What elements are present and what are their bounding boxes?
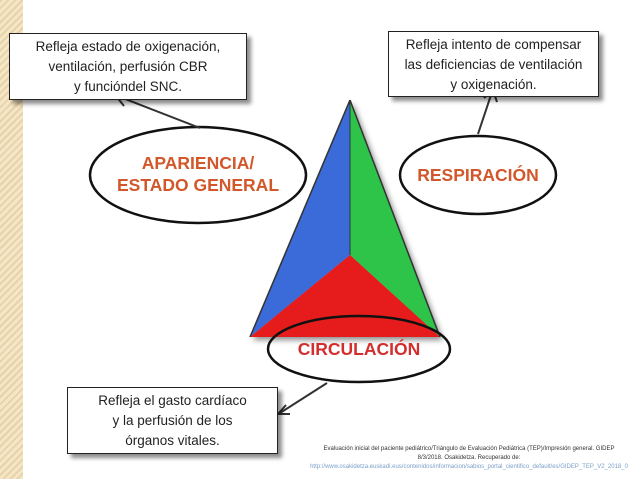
note-appearance-line-3: y funcióndel SNC. bbox=[73, 79, 183, 94]
arrow-circulation-line bbox=[279, 382, 328, 414]
note-appearance-line-1: Refleja estado de oxigenación, bbox=[35, 39, 221, 54]
note-breathing-line-3: y oxigenación. bbox=[450, 77, 537, 92]
arrow-circulation-head bbox=[275, 404, 290, 415]
label-appearance-line-1: APARIENCIA/ bbox=[141, 153, 255, 173]
note-appearance-box: Refleja estado de oxigenación, ventilaci… bbox=[9, 33, 247, 100]
note-breathing-box: Refleja intento de compensar las deficie… bbox=[388, 31, 599, 97]
note-circulation-line-2: y la perfusión de los bbox=[112, 413, 233, 428]
triangle-edge-right bbox=[349, 99, 441, 338]
label-breathing: RESPIRACIÓN bbox=[417, 165, 539, 185]
ellipse-breathing bbox=[398, 134, 558, 216]
triangle-face-circulation bbox=[250, 255, 440, 337]
arrow-breathing-line bbox=[477, 91, 493, 135]
source-line-2: 8/3/2018. Osakidetza. Recuperado de: bbox=[417, 455, 521, 461]
ellipse-circulation bbox=[266, 314, 452, 384]
source-url-link[interactable]: http://www.osakidetza.euskadi.eus/conten… bbox=[310, 464, 628, 470]
label-appearance: APARIENCIA/ ESTADO GENERAL bbox=[98, 152, 298, 196]
label-appearance-line-2: ESTADO GENERAL bbox=[116, 175, 280, 195]
arrow-appearance-line bbox=[119, 96, 201, 129]
triangle-edge-left bbox=[249, 99, 351, 338]
source-citation: Evaluación inicial del paciente pediátri… bbox=[300, 445, 638, 472]
note-appearance-line-2: ventilación, perfusión CBR bbox=[48, 59, 208, 74]
source-line-1: Evaluación inicial del paciente pediátri… bbox=[323, 446, 615, 452]
decorative-side-stripe bbox=[0, 0, 23, 479]
note-breathing-line-2: las deficiencias de ventilación bbox=[404, 57, 583, 72]
note-circulation-line-1: Refleja el gasto cardíaco bbox=[98, 393, 247, 408]
note-circulation-box: Refleja el gasto cardíaco y la perfusión… bbox=[67, 387, 278, 454]
note-circulation-line-3: órganos vitales. bbox=[125, 433, 220, 448]
note-breathing-line-1: Refleja intento de compensar bbox=[405, 37, 582, 52]
label-circulation: CIRCULACIÓN bbox=[297, 339, 421, 359]
